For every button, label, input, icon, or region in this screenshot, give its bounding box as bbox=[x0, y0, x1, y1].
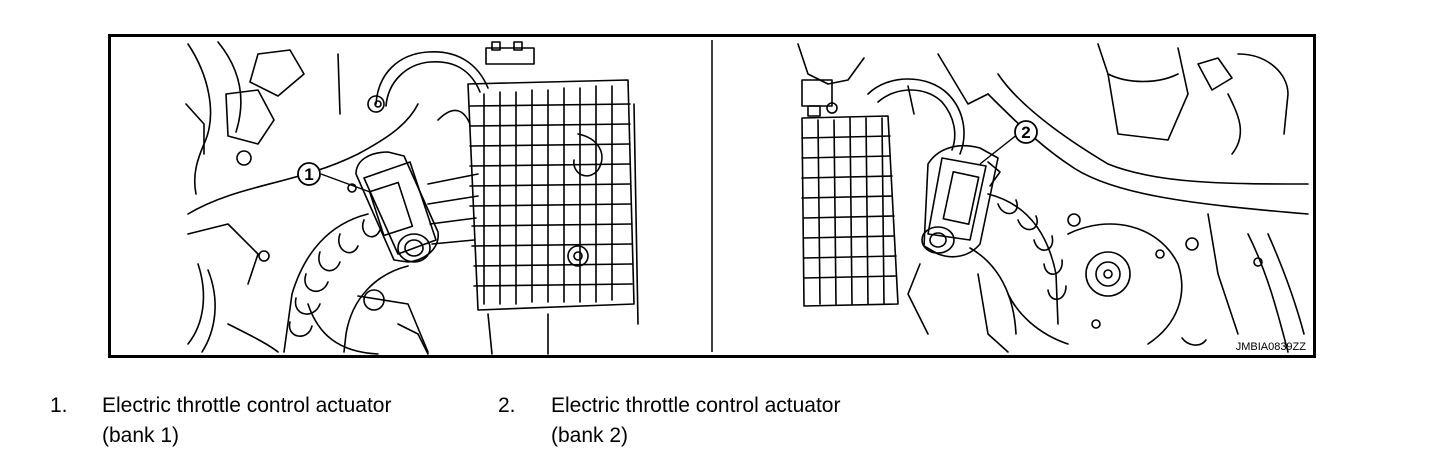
callout-1-circle bbox=[297, 162, 321, 186]
callout-2-label: 2 bbox=[1021, 123, 1030, 142]
legend-text-1-line1: Electric throttle control actuator bbox=[102, 394, 392, 417]
legend-number-1: 1. bbox=[50, 394, 68, 417]
legend-number-2: 2. bbox=[498, 394, 516, 417]
callout-1: 1 bbox=[297, 162, 371, 193]
engine-diagram: 1 bbox=[108, 34, 1316, 358]
figure-code: JMBIA0839ZZ bbox=[1236, 341, 1307, 353]
legend-text-1-line2: (bank 1) bbox=[102, 424, 180, 447]
left-panel-illustration bbox=[185, 41, 639, 355]
legend-text-2-line2: (bank 2) bbox=[551, 424, 629, 447]
right-panel-illustration bbox=[797, 43, 1309, 353]
legend-text-2-line1: Electric throttle control actuator bbox=[551, 394, 841, 417]
callout-2-circle bbox=[1014, 120, 1038, 144]
callout-2: 2 bbox=[979, 120, 1038, 165]
callout-1-label: 1 bbox=[304, 165, 313, 184]
